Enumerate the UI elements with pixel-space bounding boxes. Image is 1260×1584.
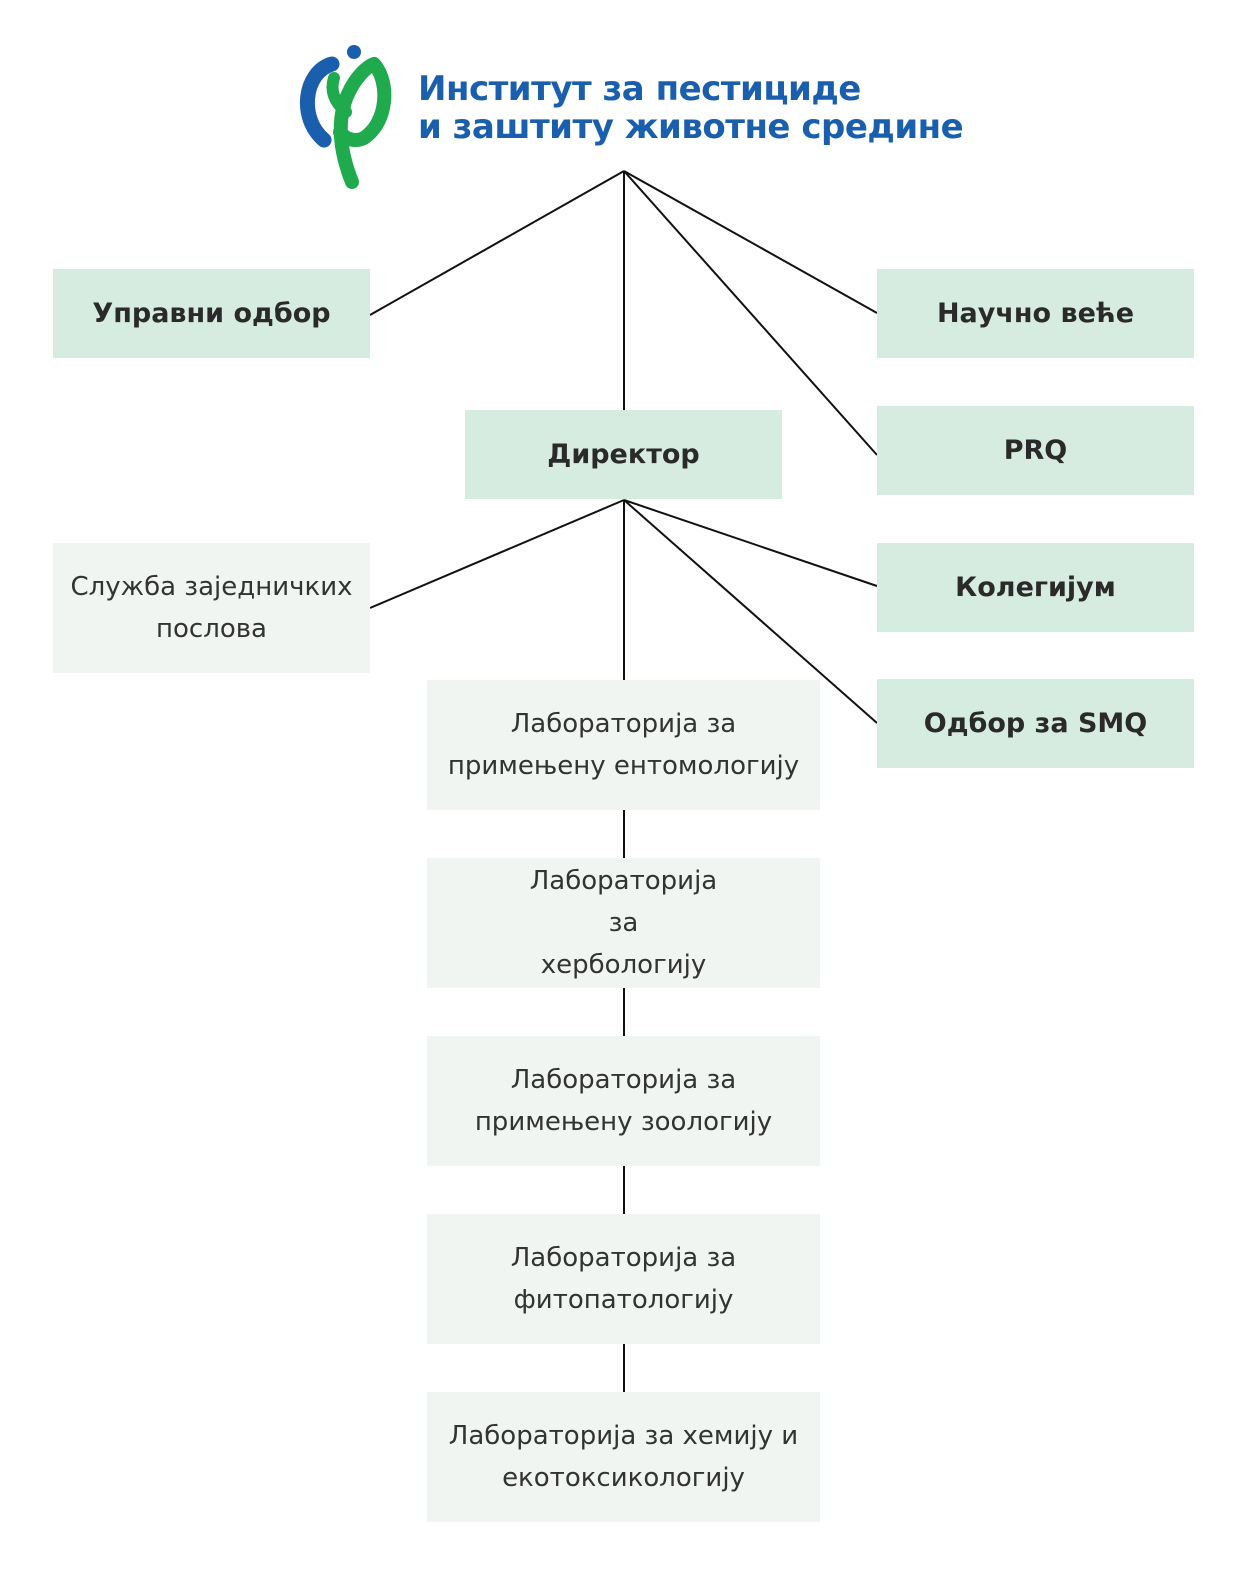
leaf-logo-icon (299, 45, 392, 189)
connector-director-to-kolegijum (623, 499, 878, 587)
connector-top-to-naucno-vece (623, 170, 878, 314)
box-lab-hemija-ekotoksikologija: Лабораторија за хемију и екотоксикологиј… (427, 1392, 820, 1522)
box-prq: PRQ (877, 406, 1194, 495)
institute-logo: Институт за пестициде и заштиту животне … (296, 42, 976, 192)
box-direktor: Директор (465, 410, 782, 499)
institute-name-line-1: Институт за пестициде (418, 69, 861, 109)
connector-top-to-upravni-odbor (369, 170, 625, 316)
box-odbor-za-smq: Одбор за SMQ (877, 679, 1194, 768)
institute-name: Институт за пестициде и заштиту животне … (418, 69, 964, 147)
box-naucno-vece: Научно веће (877, 269, 1194, 358)
connector-director-to-odbor-smq (623, 499, 878, 724)
box-sluzba-zajednickih-poslova: Служба заједничких послова (53, 543, 370, 673)
box-lab-fitopatologija: Лабораторија за фитопатологију (427, 1214, 820, 1344)
box-upravni-odbor: Управни одбор (53, 269, 370, 358)
box-kolegijum: Колегијум (877, 543, 1194, 632)
box-lab-herbologija: Лабораторија за хербологију (427, 858, 820, 988)
connector-director-to-sluzba (369, 499, 625, 609)
connector-top-to-prq (623, 170, 878, 456)
box-lab-entomologija: Лабораторија за примењену ентомологију (427, 680, 820, 810)
box-lab-zoologija: Лабораторија за примењену зоологију (427, 1036, 820, 1166)
institute-name-line-2: и заштиту животне средине (418, 107, 964, 147)
